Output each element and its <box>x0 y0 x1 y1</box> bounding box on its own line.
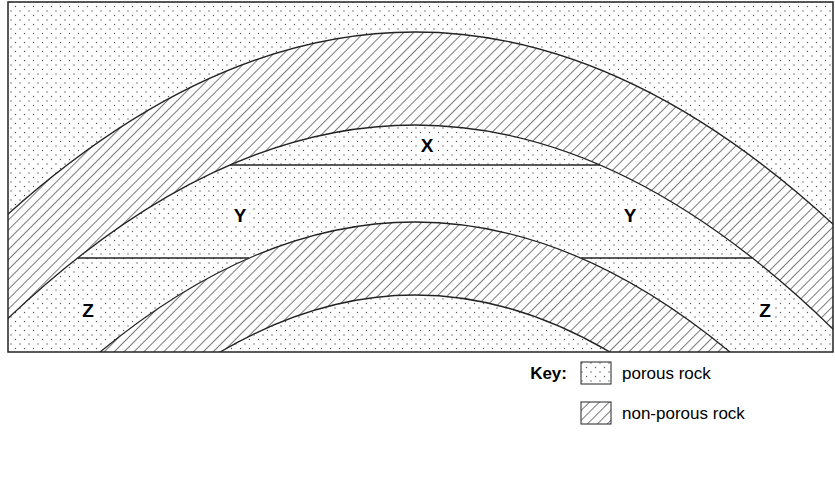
upper-non-porous-layer <box>8 32 833 346</box>
lower-non-porous-layer <box>8 222 833 352</box>
legend-text: porous rock <box>622 365 711 382</box>
key-heading: Key: <box>530 365 567 382</box>
boundary-line <box>78 257 249 258</box>
region-label: Y <box>231 205 250 226</box>
region-label: Z <box>756 300 774 321</box>
region-label: Z <box>79 300 97 321</box>
legend-swatch <box>580 401 612 425</box>
legend-text: non-porous rock <box>622 405 745 422</box>
frame <box>8 2 833 352</box>
boundary-line <box>581 257 752 258</box>
boundary-line <box>230 164 600 165</box>
region-label: Y <box>621 205 640 226</box>
legend-swatch <box>580 361 612 385</box>
region-label: X <box>418 135 437 156</box>
